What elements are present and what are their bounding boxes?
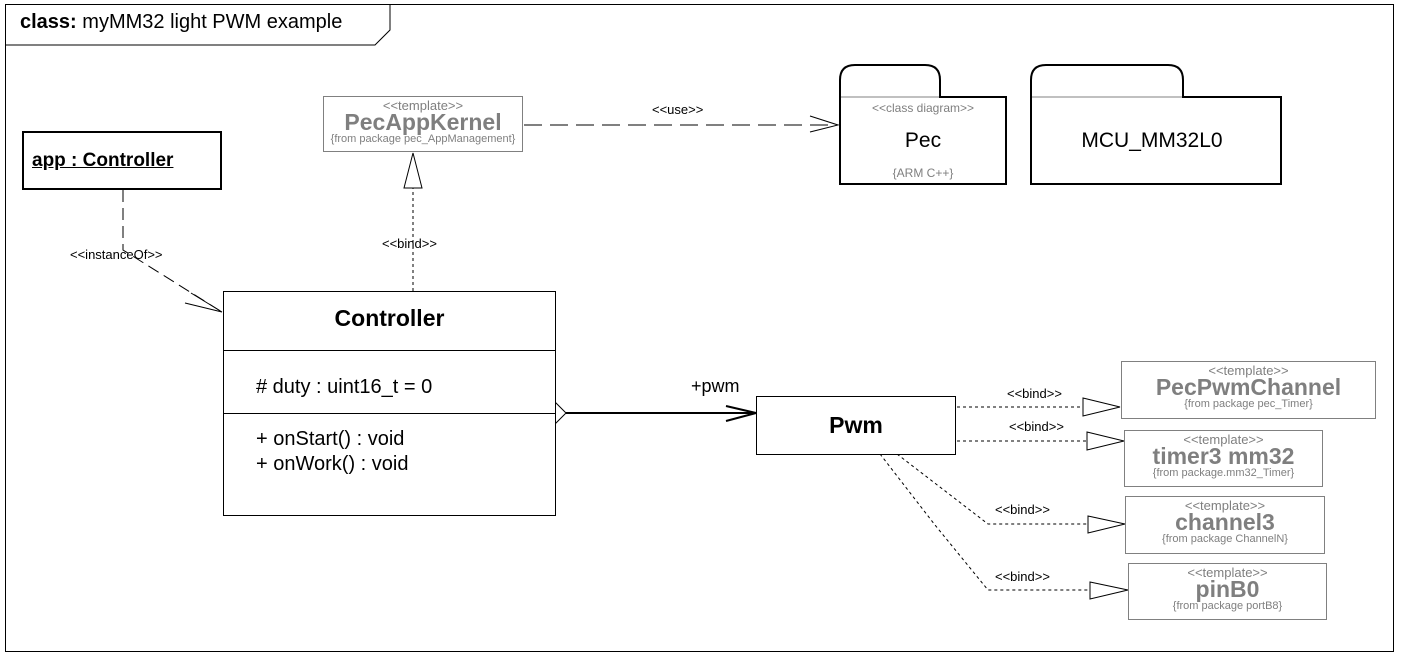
bind-pin-label: <<bind>>	[995, 569, 1050, 584]
bind-timer-label: <<bind>>	[1009, 419, 1064, 434]
template-from: {from package pec_Timer}	[1184, 398, 1313, 410]
frame-label-border	[5, 4, 391, 46]
class-operation: + onWork() : void	[256, 453, 409, 475]
template-from: {from package pec_AppManagement}	[330, 133, 516, 145]
instanceof-label: <<instanceOf>>	[70, 247, 163, 262]
class-attribute: # duty : uint16_t = 0	[256, 376, 433, 398]
package-mcu-name: MCU_MM32L0	[1081, 129, 1223, 152]
template-name: PecAppKernel	[344, 109, 502, 135]
template-name: PecPwmChannel	[1155, 374, 1342, 400]
diagram-frame	[5, 4, 1394, 652]
diagram-frame-label: class: myMM32 light PWM example	[20, 11, 342, 34]
class-operation: + onStart() : void	[256, 428, 405, 450]
class-controller-divider-2	[224, 413, 555, 414]
class-controller-divider-1	[224, 350, 555, 351]
frame-title: myMM32 light PWM example	[82, 11, 343, 33]
template-name: pinB0	[1195, 576, 1260, 602]
instanceof-connector	[122, 190, 223, 313]
bind-kernel-label: <<bind>>	[382, 236, 437, 251]
template-stereotype: <<template>>	[1187, 565, 1268, 580]
template-stereotype: <<template>>	[1208, 363, 1289, 378]
template-from: {from package.mm32_Timer}	[1152, 467, 1295, 479]
bind-channel-label: <<bind>>	[1007, 386, 1062, 401]
template-channel3[interactable]: <<template>> channel3 {from package Chan…	[1125, 496, 1325, 554]
bind-pin-arrowhead	[1089, 581, 1129, 600]
template-stereotype: <<template>>	[382, 98, 464, 113]
template-name: timer3 mm32	[1152, 443, 1295, 469]
class-pwm[interactable]: Pwm	[756, 396, 956, 455]
template-from: {from package ChannelN}	[1162, 533, 1288, 545]
package-pec-stereotype: <<class diagram>>	[871, 101, 975, 115]
use-arrowhead	[809, 115, 840, 133]
template-stereotype: <<template>>	[1183, 432, 1264, 447]
bind-channel3-arrowhead	[1087, 515, 1126, 534]
object-label: app : Controller	[32, 150, 174, 171]
package-pec-shape	[839, 64, 1007, 185]
bind-channel3-connector	[896, 453, 1088, 525]
instanceof-arrowhead	[184, 292, 223, 313]
bind-pin-connector	[879, 453, 1090, 591]
class-pwm-name: Pwm	[829, 412, 883, 438]
bind-channel-arrowhead	[1082, 397, 1121, 417]
template-pecpwmchannel[interactable]: <<template>> PecPwmChannel {from package…	[1121, 361, 1376, 419]
template-pinb0[interactable]: <<template>> pinB0 {from package portB8}	[1128, 563, 1327, 620]
bind-timer-arrowhead	[1086, 431, 1125, 451]
template-timer3-mm32[interactable]: <<template>> timer3 mm32 {from package.m…	[1124, 430, 1323, 487]
package-pec-name: Pec	[904, 129, 942, 152]
template-from: {from package portB8}	[1172, 600, 1283, 612]
use-label: <<use>>	[652, 102, 704, 117]
class-controller[interactable]: Controller # duty : uint16_t = 0 + onSta…	[223, 291, 556, 516]
class-controller-name: Controller	[334, 305, 445, 331]
frame-kind: class:	[20, 11, 77, 33]
package-pec[interactable]: <<class diagram>> Pec {ARM C++}	[840, 97, 1006, 184]
template-name: channel3	[1175, 509, 1275, 535]
package-mcu[interactable]: MCU_MM32L0	[1031, 97, 1281, 184]
package-mcu-shape	[1030, 64, 1282, 185]
template-stereotype: <<template>>	[1184, 498, 1266, 513]
pwm-role-label: +pwm	[691, 376, 740, 396]
object-app-controller[interactable]: app : Controller	[22, 131, 222, 190]
bind-channel3-label: <<bind>>	[995, 502, 1050, 517]
template-pecappkernel[interactable]: <<template>> PecAppKernel {from package …	[323, 96, 523, 152]
bind-kernel-arrowhead	[403, 152, 423, 189]
package-pec-constraint: {ARM C++}	[892, 166, 954, 180]
